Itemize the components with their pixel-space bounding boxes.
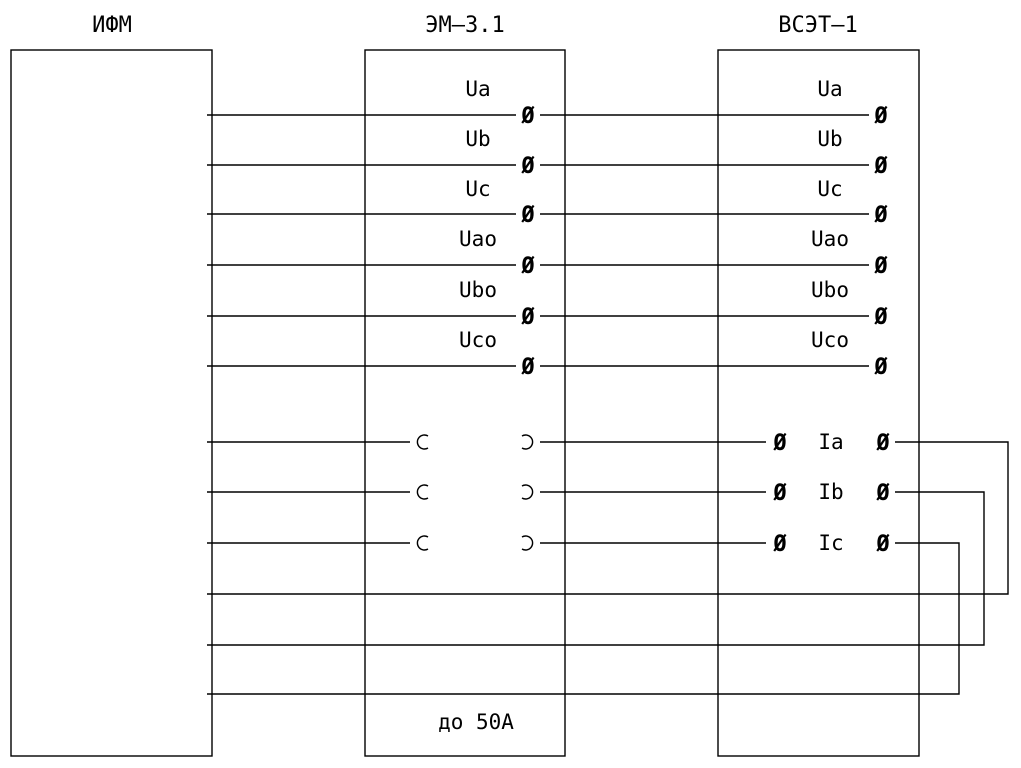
vset-voltage-terminals: Ø Ø Ø Ø Ø Ø: [873, 104, 888, 380]
terminal-right-icon: [521, 535, 534, 551]
terminal-left-icon: [416, 434, 429, 450]
terminal-icon: Ø: [520, 203, 535, 228]
vset-label-ua: Ua: [817, 77, 842, 101]
vset-block: [717, 49, 920, 757]
terminal-icon: Ø: [520, 254, 535, 279]
terminal-icon: Ø: [875, 431, 890, 456]
terminal-icon: Ø: [520, 305, 535, 330]
vset-label-ia: Ia: [818, 430, 843, 454]
terminal-icon: Ø: [772, 532, 787, 557]
em-current-limit-note: до 50А: [438, 710, 514, 734]
vset-title: ВСЭТ–1: [778, 13, 857, 38]
em-label-ub: Ub: [465, 127, 490, 151]
em-voltage-terminals: Ø Ø Ø Ø Ø Ø: [520, 104, 535, 380]
em-label-ubo: Ubo: [459, 278, 497, 302]
terminal-icon: Ø: [520, 104, 535, 129]
vset-label-uc: Uc: [817, 177, 842, 201]
terminal-left-icon: [416, 535, 429, 551]
terminal-icon: Ø: [873, 254, 888, 279]
vset-label-ub: Ub: [817, 127, 842, 151]
vset-label-ubo: Ubo: [811, 278, 849, 302]
wire-ic-return: [207, 542, 960, 695]
terminal-icon: Ø: [875, 532, 890, 557]
ifm-title: ИФМ: [92, 13, 132, 38]
em-block: [364, 49, 566, 757]
vset-label-uco: Uco: [811, 328, 849, 352]
em-current-terminals: [416, 428, 534, 556]
terminal-icon: Ø: [873, 104, 888, 129]
terminal-icon: Ø: [873, 355, 888, 380]
terminal-left-icon: [416, 484, 429, 500]
terminal-right-icon: [521, 484, 534, 500]
terminal-icon: Ø: [520, 355, 535, 380]
vset-voltage-labels: Ua Ub Uc Uao Ubo Uco: [811, 77, 849, 352]
voltage-wires: [207, 114, 869, 367]
em-voltage-labels: Ua Ub Uc Uao Ubo Uco: [459, 77, 497, 352]
ifm-block: [10, 49, 213, 757]
terminal-icon: Ø: [520, 154, 535, 179]
vset-label-uao: Uao: [811, 227, 849, 251]
terminal-icon: Ø: [873, 154, 888, 179]
terminal-right-icon: [521, 434, 534, 450]
current-wires: [207, 441, 1009, 695]
vset-label-ic: Ic: [818, 531, 843, 555]
em-label-uco: Uco: [459, 328, 497, 352]
wire-ia-return: [207, 441, 1009, 595]
terminal-icon: Ø: [875, 481, 890, 506]
terminal-icon: Ø: [873, 305, 888, 330]
em-label-uc: Uc: [465, 177, 490, 201]
em-title: ЭМ–3.1: [425, 13, 504, 38]
terminal-icon: Ø: [772, 481, 787, 506]
wire-ib-return: [207, 491, 985, 646]
vset-label-ib: Ib: [818, 480, 843, 504]
obscured-area: [432, 428, 516, 556]
terminal-icon: Ø: [873, 203, 888, 228]
terminal-icon: Ø: [772, 431, 787, 456]
em-label-ua: Ua: [465, 77, 490, 101]
vset-current-section: Ø Ia Ø Ø Ib Ø Ø Ic Ø: [772, 430, 890, 557]
em-label-uao: Uao: [459, 227, 497, 251]
